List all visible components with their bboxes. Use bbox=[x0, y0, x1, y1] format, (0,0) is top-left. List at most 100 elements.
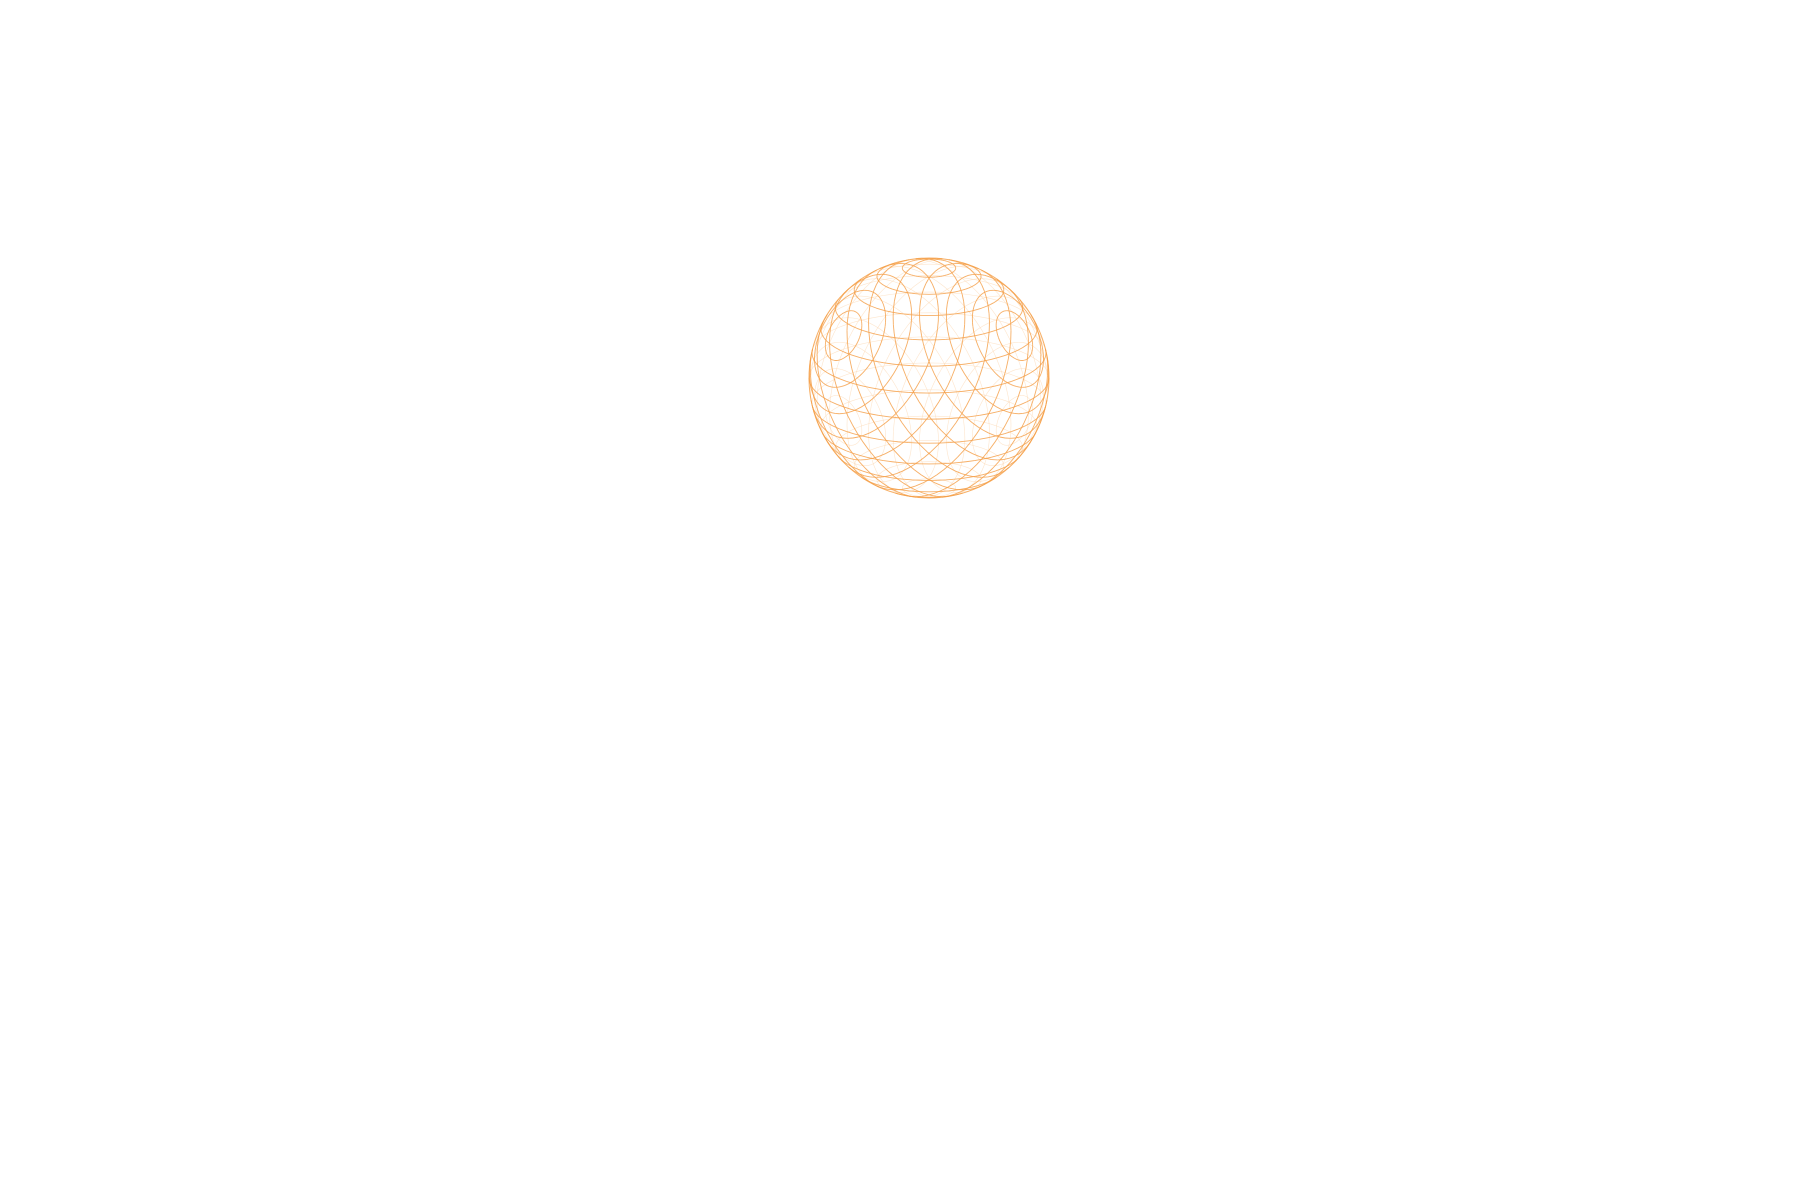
wire-segment bbox=[856, 411, 858, 415]
wire-segment bbox=[987, 475, 994, 478]
wire-segment bbox=[954, 463, 959, 466]
wire-segment bbox=[1039, 338, 1042, 344]
wire-segment bbox=[1015, 300, 1022, 308]
wire-segment bbox=[839, 428, 847, 432]
wire-segment bbox=[872, 291, 876, 294]
wire-segment bbox=[816, 339, 819, 347]
wire-segment bbox=[856, 341, 859, 345]
wire-segment bbox=[906, 267, 912, 273]
wire-segment bbox=[999, 317, 1006, 320]
wire-segment bbox=[947, 481, 950, 483]
wire-segment bbox=[1020, 448, 1024, 452]
wire-segment bbox=[964, 305, 971, 315]
wire-segment bbox=[978, 387, 988, 390]
wire-segment bbox=[1032, 426, 1037, 431]
wire-segment bbox=[970, 359, 976, 369]
wire-segment bbox=[982, 456, 992, 460]
wire-segment bbox=[920, 474, 929, 480]
wire-segment bbox=[862, 470, 869, 474]
wire-segment bbox=[1039, 339, 1042, 347]
wire-segment bbox=[1004, 301, 1011, 309]
wire-segment bbox=[1028, 328, 1030, 332]
wire-segment bbox=[980, 351, 983, 356]
wire-segment bbox=[816, 417, 820, 423]
wire-segment bbox=[893, 332, 896, 342]
wire-segment bbox=[946, 480, 948, 482]
wire-segment bbox=[948, 313, 955, 316]
wire-segment bbox=[900, 473, 904, 480]
wire-segment bbox=[969, 487, 976, 490]
wire-segment bbox=[882, 387, 888, 397]
wire-segment bbox=[874, 291, 882, 299]
wire-segment bbox=[956, 292, 967, 295]
wire-segment bbox=[857, 312, 859, 315]
wire-segment bbox=[1009, 439, 1016, 448]
wire-segment bbox=[965, 460, 975, 463]
wire-segment bbox=[870, 359, 874, 364]
wire-segment bbox=[824, 384, 828, 387]
wire-segment bbox=[1038, 417, 1042, 423]
wire-segment bbox=[825, 335, 828, 338]
wire-segment bbox=[838, 314, 841, 317]
wire-segment bbox=[1041, 397, 1045, 402]
wire-segment bbox=[882, 359, 888, 369]
wire-segment bbox=[947, 490, 953, 493]
wire-segment bbox=[887, 441, 895, 451]
wire-segment bbox=[851, 349, 854, 352]
wire-segment bbox=[994, 471, 1002, 478]
wire-segment bbox=[859, 439, 861, 441]
wire-segment bbox=[903, 264, 910, 267]
wire-segment bbox=[869, 429, 876, 434]
wire-segment bbox=[813, 409, 817, 414]
wire-segment bbox=[826, 418, 828, 421]
wire-segment bbox=[862, 423, 869, 426]
wire-segment bbox=[839, 397, 845, 407]
wire-segment bbox=[814, 404, 816, 409]
wire-segment bbox=[966, 310, 973, 313]
wire-segment bbox=[853, 294, 860, 302]
wire-segment bbox=[973, 448, 975, 452]
wire-segment bbox=[1005, 406, 1014, 410]
wire-segment bbox=[919, 320, 921, 329]
wire-segment bbox=[954, 470, 962, 475]
wire-segment bbox=[880, 412, 883, 418]
wire-segment bbox=[959, 305, 967, 310]
wire-segment bbox=[969, 284, 977, 292]
wire-segment bbox=[1011, 447, 1018, 452]
wire-segment bbox=[970, 269, 975, 275]
wire-segment bbox=[852, 424, 859, 434]
wire-segment bbox=[922, 478, 930, 484]
wire-segment bbox=[1009, 313, 1012, 323]
wire-segment bbox=[1030, 335, 1033, 338]
wire-segment bbox=[918, 346, 925, 355]
wire-segment bbox=[950, 492, 953, 494]
wire-segment bbox=[971, 366, 976, 373]
wire-segment bbox=[852, 317, 859, 320]
wire-segment bbox=[990, 451, 994, 454]
wire-segment bbox=[840, 313, 843, 316]
wire-segment bbox=[858, 298, 862, 302]
wire-segment bbox=[978, 368, 983, 378]
wire-segment bbox=[839, 374, 847, 378]
wire-segment bbox=[1004, 460, 1009, 464]
wire-segment bbox=[874, 393, 884, 396]
wire-segment bbox=[901, 324, 909, 334]
wire-segment bbox=[834, 445, 838, 452]
wire-segment bbox=[923, 409, 930, 418]
wire-segment bbox=[818, 422, 823, 427]
wire-segment bbox=[985, 290, 988, 293]
wire-segment bbox=[975, 474, 983, 477]
wire-segment bbox=[847, 397, 850, 407]
wire-segment bbox=[946, 494, 948, 496]
wire-segment bbox=[875, 378, 880, 388]
wire-segment bbox=[920, 455, 923, 462]
wire-segment bbox=[838, 386, 842, 388]
wire-segment bbox=[827, 439, 832, 443]
wire-segment bbox=[949, 481, 951, 483]
wire-segment bbox=[962, 263, 968, 266]
wire-segment bbox=[978, 366, 988, 369]
wire-segment bbox=[997, 409, 1007, 413]
wire-segment bbox=[853, 378, 857, 382]
wire-segment bbox=[942, 267, 950, 271]
